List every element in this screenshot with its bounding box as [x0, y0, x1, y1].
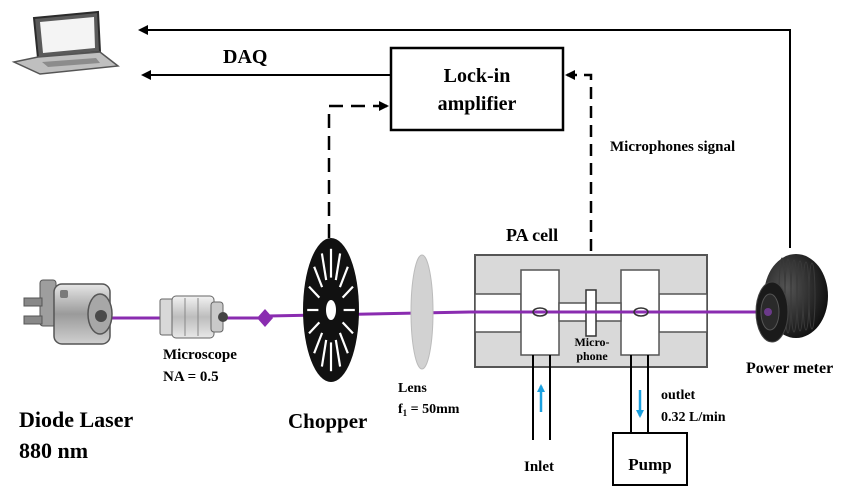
- chopper-slot: [338, 266, 349, 288]
- chopper-hub: [326, 300, 336, 320]
- diode-laser-icon: [23, 279, 113, 345]
- chopper-slot: [341, 285, 354, 299]
- beam-marker-left: [532, 307, 548, 317]
- chopper-label: Chopper: [288, 409, 367, 433]
- chopper-slot: [308, 285, 321, 299]
- microphones-signal-label: Microphones signal: [610, 139, 735, 155]
- chopper-slot: [338, 332, 349, 354]
- microscope-objective-icon: [159, 295, 228, 339]
- lens-label-line2: f1 = 50mm: [398, 402, 460, 418]
- microphone-signal-line: [565, 70, 593, 270]
- power-meter-feedback-line: [138, 25, 791, 248]
- lock-in-label-line1: Lock-in: [444, 65, 511, 87]
- chopper-slot: [308, 321, 321, 335]
- chopper-slot: [320, 339, 328, 367]
- diode-laser-label-line1: Diode Laser: [19, 407, 134, 432]
- outlet-tube: [630, 355, 649, 433]
- lock-in-amplifier-box: [389, 46, 565, 132]
- beam-marker-right: [633, 307, 649, 317]
- microscope-label-line1: Microscope: [163, 347, 237, 363]
- chopper-wheel-icon: [303, 238, 359, 382]
- lens-label-line1: Lens: [398, 381, 427, 396]
- pa-cell-label: PA cell: [506, 225, 558, 245]
- microscope-label-line2: NA = 0.5: [163, 369, 219, 385]
- outlet-label-line2: 0.32 L/min: [661, 410, 726, 425]
- lock-in-label-line2: amplifier: [438, 93, 517, 115]
- diode-laser-label-line2: 880 nm: [19, 438, 88, 463]
- inlet-label: Inlet: [524, 459, 554, 475]
- laptop-icon: [11, 10, 120, 75]
- chopper-slot: [320, 253, 328, 281]
- chopper-slot: [334, 253, 342, 281]
- daq-label: DAQ: [223, 46, 267, 68]
- power-meter-icon: [755, 254, 828, 343]
- chopper-slot: [334, 339, 342, 367]
- inlet-tube: [532, 355, 551, 440]
- chopper-slot: [313, 266, 324, 288]
- pump-box: [612, 432, 688, 486]
- chopper-slot: [313, 332, 324, 354]
- power-meter-label: Power meter: [746, 360, 833, 377]
- microphone-label-line1: Micro-: [574, 335, 609, 349]
- focusing-lens: [410, 254, 434, 370]
- pump-label: Pump: [628, 455, 671, 474]
- outlet-label-line1: outlet: [661, 388, 696, 403]
- chopper-reference-line: [327, 101, 389, 238]
- chopper-slot: [341, 321, 354, 335]
- microphone-label-line2: phone: [576, 349, 608, 363]
